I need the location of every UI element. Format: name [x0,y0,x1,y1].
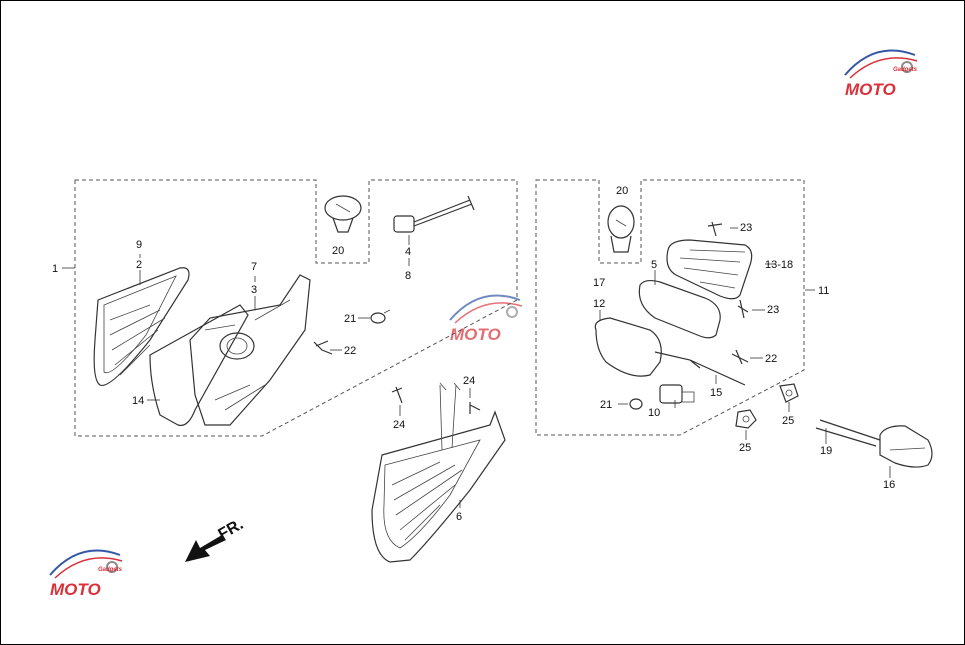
left-socket-part [393,195,475,233]
callout-labels: 1 9 2 7 3 14 20 4 8 21 22 24 24 6 20 23 … [52,185,895,523]
swoosh-blue [449,294,521,321]
callout-15: 15 [710,387,722,399]
watermark-text: MOTO [845,80,896,99]
callout-7: 7 [251,261,257,273]
left-housing-part [189,274,311,426]
nut-25-b [779,383,799,403]
nut-25-a [735,409,757,429]
watermark-logo-bottom: MOTO Gadgets [49,549,123,599]
callout-23-top: 23 [740,222,752,234]
gear-icon [106,561,118,573]
left-lens-part [93,267,190,387]
right-assembly-boundary [535,179,805,436]
callout-21-right: 21 [600,399,612,411]
swoosh-red [849,57,918,79]
left-screw-22 [313,340,333,355]
callout-20-right: 20 [616,185,628,197]
callout-22-right: 22 [765,353,777,365]
leader-lines [62,227,891,508]
watermark-logo-middle: MOTO [449,294,523,344]
right-screw-23-a [707,221,723,237]
gear-icon [901,61,913,73]
right-housing-part [594,317,746,386]
screw-24-a [391,386,403,404]
watermark-text: MOTO [50,580,101,599]
right-screw-23-b [737,299,749,319]
callout-11: 11 [818,285,829,297]
callout-10: 10 [648,407,660,419]
gear-icon [506,306,518,318]
callout-16: 16 [883,479,895,491]
callout-5: 5 [651,259,657,271]
watermark-subtext: Gadgets [98,567,123,573]
rear-turn-signal-part [815,419,933,468]
callout-1: 1 [52,263,58,275]
left-screw-21 [370,309,391,324]
swoosh-red [54,557,123,579]
callout-20-left: 20 [332,245,344,257]
callout-19: 19 [820,445,832,457]
right-lens-part [666,239,753,300]
swoosh-red [454,302,523,324]
callout-14: 14 [132,395,144,407]
callout-17: 17 [593,277,605,289]
watermark-subtext: Gadgets [893,67,918,73]
left-assembly-boundary [74,179,518,437]
callout-4: 4 [405,246,411,258]
swoosh-blue [49,549,121,576]
callout-13-18: 13-18 [765,259,793,271]
callout-24-bottom: 24 [393,419,405,431]
callout-3: 3 [251,284,257,296]
right-bulb-part [607,205,635,253]
callout-25-right: 25 [782,415,794,427]
lower-turn-signal-part [371,382,506,563]
callout-22-left: 22 [344,345,356,357]
right-gasket-part [638,279,721,339]
right-screw-22 [731,349,749,365]
callout-12: 12 [593,298,605,310]
left-bulb-part [324,195,362,233]
callout-6: 6 [456,511,462,523]
gasket-part [149,304,249,427]
right-socket-part [659,384,695,404]
watermark-text: MOTO [450,325,501,344]
callout-25-left: 25 [739,442,751,454]
callout-8: 8 [405,270,411,282]
callout-21-left: 21 [344,313,356,325]
callout-23-bottom: 23 [767,304,779,316]
screw-24-b [469,402,481,414]
callout-9: 9 [136,239,142,251]
front-direction-arrow: FR. [185,516,246,562]
swoosh-blue [844,49,916,76]
watermark-logo-top: MOTO Gadgets [844,49,918,99]
callout-24-top: 24 [463,375,475,387]
callout-2: 2 [136,259,142,271]
right-screw-21 [629,398,643,410]
